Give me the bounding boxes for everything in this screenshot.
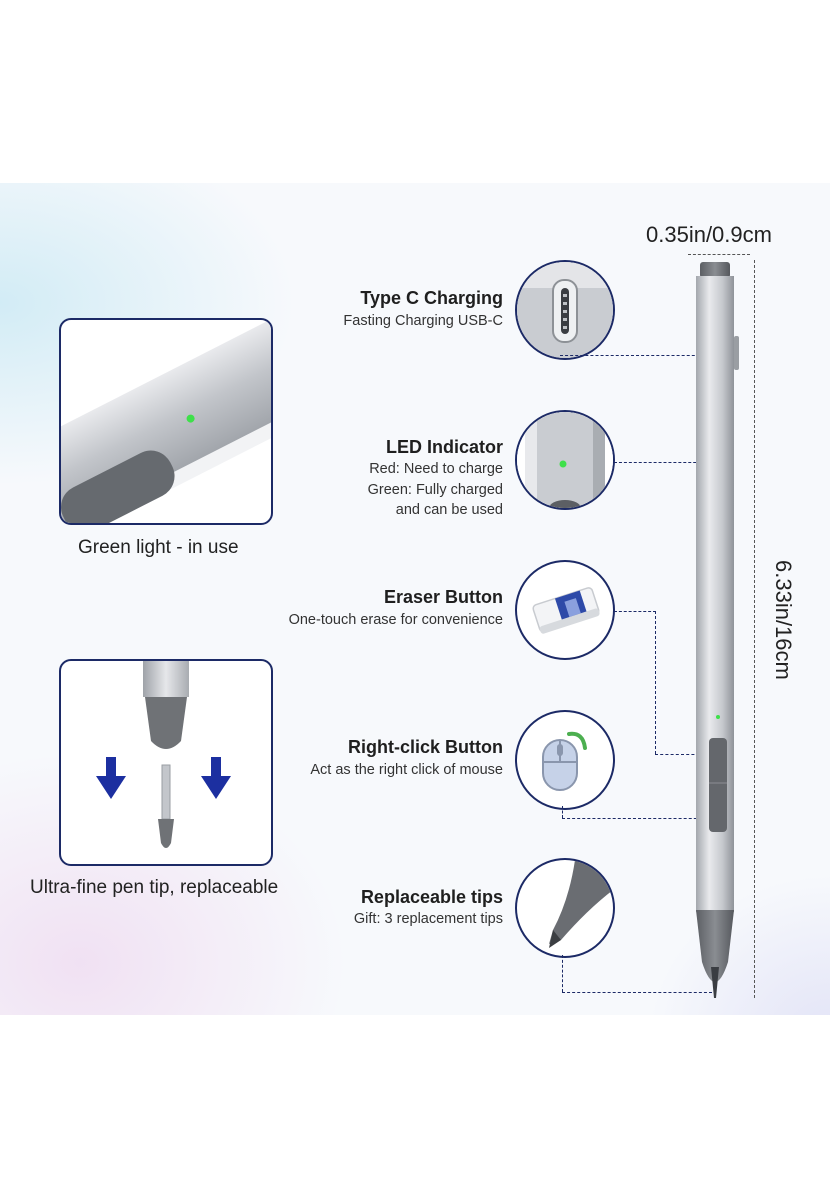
feature-desc-tips: Gift: 3 replacement tips <box>353 911 503 927</box>
leader-line-tips-vertical <box>562 955 563 992</box>
length-dimension-line <box>754 260 755 998</box>
usb-c-port-icon <box>515 260 615 360</box>
feature-desc-led-2: Green: Fully charged <box>367 482 503 498</box>
feature-title-eraser: Eraser Button <box>383 587 503 607</box>
green-light-caption: Green light - in use <box>78 537 239 558</box>
feature-desc-led-3: and can be used <box>395 502 503 518</box>
leader-line-tips <box>562 992 712 993</box>
pen-tip-replacement-image <box>96 661 231 848</box>
leader-line-led <box>614 462 716 463</box>
leader-line-right-click-vertical <box>562 806 563 818</box>
leader-line-right-click <box>562 818 712 819</box>
arrow-down-icon <box>201 757 231 799</box>
pen-tip-icon <box>515 858 615 958</box>
diameter-dimension-label: 0.35in/0.9cm <box>646 222 772 247</box>
pen-closeup-led-image <box>61 320 271 523</box>
diameter-dimension-line <box>688 254 750 255</box>
stylus-pen-image <box>696 262 739 998</box>
eraser-icon <box>515 560 615 660</box>
feature-desc-type-c: Fasting Charging USB-C <box>343 313 503 329</box>
arrow-down-icon <box>96 757 126 799</box>
mouse-icon <box>515 710 615 810</box>
feature-desc-right-click: Act as the right click of mouse <box>310 762 503 778</box>
leader-line-type-c <box>560 355 710 356</box>
length-dimension-label: 6.33in/16cm <box>771 560 796 680</box>
leader-line-eraser-bottom <box>655 754 710 755</box>
feature-title-right-click: Right-click Button <box>348 737 503 757</box>
feature-title-led: LED Indicator <box>385 437 503 457</box>
feature-desc-led-1: Red: Need to charge <box>369 461 503 477</box>
led-light-icon <box>515 410 615 510</box>
feature-title-tips: Replaceable tips <box>360 887 503 907</box>
replaceable-tip-caption: Ultra-fine pen tip, replaceable <box>30 877 279 898</box>
leader-line-eraser-top <box>614 611 656 612</box>
leader-line-eraser-vertical <box>655 611 656 754</box>
replaceable-tip-box <box>59 659 273 866</box>
feature-title-type-c: Type C Charging <box>360 288 503 308</box>
green-light-closeup-box <box>59 318 273 525</box>
feature-desc-eraser: One-touch erase for convenience <box>288 612 503 628</box>
